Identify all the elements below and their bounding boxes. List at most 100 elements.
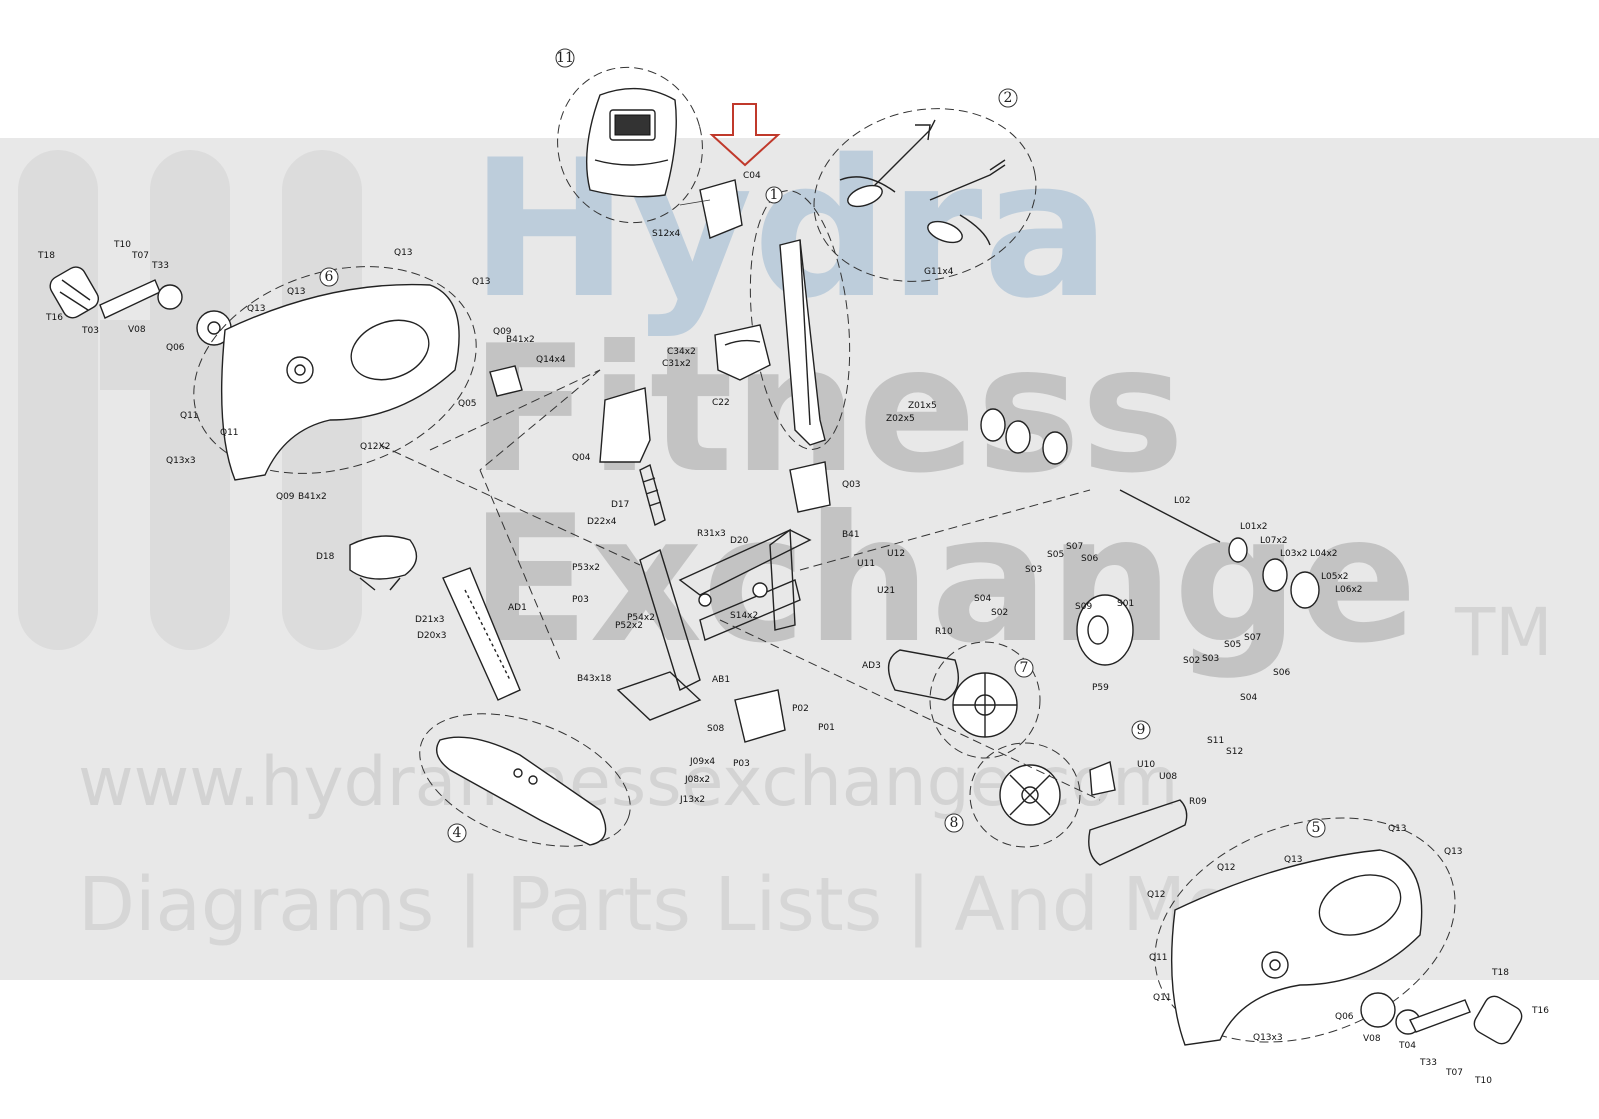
part-label: B41 (842, 530, 860, 540)
svg-text:2: 2 (1004, 90, 1013, 106)
assembly-number: 4 (447, 823, 467, 843)
svg-text:4: 4 (453, 825, 462, 841)
stabilizer-4 (419, 713, 631, 847)
part-label: U11 (857, 559, 875, 569)
part-label: R09 (1189, 797, 1207, 807)
part-label: R10 (935, 627, 953, 637)
watermark-brand-line3: Exchange (470, 479, 1417, 682)
part-label: S01 (1117, 599, 1134, 609)
part-label: C04 (743, 171, 761, 181)
part-label: V08 (1363, 1034, 1381, 1044)
part-label: S11 (1207, 736, 1224, 746)
watermark-logo-bridge (100, 320, 150, 390)
part-label: Q13 (247, 304, 266, 314)
idler-9 (1089, 761, 1116, 796)
part-label: B41x2 (298, 492, 327, 502)
part-label: L04x2 (1310, 549, 1338, 559)
part-label: S06 (1081, 554, 1098, 564)
part-label: T03 (81, 326, 99, 336)
part-label: S12x4 (652, 229, 680, 239)
belt-r09 (1088, 799, 1188, 866)
part-label: J08x2 (684, 775, 710, 785)
part-label: L03x2 (1280, 549, 1308, 559)
part-label: S02 (991, 608, 1008, 618)
part-label: AD1 (508, 603, 527, 613)
part-label: Q13x3 (1253, 1033, 1283, 1043)
part-label: C31x2 (662, 359, 691, 369)
part-label: Q09 (276, 492, 295, 502)
bottle-holder (714, 324, 771, 381)
seat-assembly (349, 535, 521, 701)
part-label: Q12 (1217, 863, 1236, 873)
part-label: Q13 (287, 287, 306, 297)
part-label: Q13 (394, 248, 413, 258)
part-label: T16 (45, 313, 63, 323)
upright-post (749, 190, 851, 450)
console-assembly (557, 66, 743, 239)
assembly-number: 9 (1131, 720, 1151, 740)
part-label: Z01x5 (908, 401, 937, 411)
seat-spring (639, 463, 666, 527)
right-shroud (1154, 817, 1456, 1046)
assembly-number: 7 (1014, 658, 1034, 678)
assembly-number: 8 (944, 813, 964, 833)
console-bracket-c04 (699, 179, 743, 239)
part-label: J13x2 (679, 795, 705, 805)
main-frame (616, 528, 812, 721)
part-label: Q14x4 (536, 355, 566, 365)
part-label: T10 (1474, 1076, 1492, 1086)
part-label: L01x2 (1240, 522, 1268, 532)
part-label: Q11 (1153, 993, 1172, 1003)
part-label: S05 (1224, 640, 1241, 650)
part-label: S03 (1025, 565, 1042, 575)
part-label: P02 (792, 704, 809, 714)
part-label: U08 (1159, 772, 1177, 782)
left-pedal-crank (49, 266, 232, 346)
part-label: C22 (712, 398, 730, 408)
part-label: C34x2 (667, 347, 696, 357)
assembly-number: 5 (1306, 818, 1326, 838)
part-label: T33 (151, 261, 169, 271)
part-label: Q11 (220, 428, 239, 438)
connector-lines (379, 369, 1101, 801)
part-label: S14x2 (730, 611, 758, 621)
assembly-number: 6 (319, 267, 339, 287)
right-pedal-crank (1360, 992, 1523, 1045)
watermark-url: www.hydrafitnessexchange.com (78, 743, 1178, 822)
part-label: P01 (818, 723, 835, 733)
part-label: S07 (1066, 542, 1083, 552)
watermark-logo-bar (150, 150, 230, 650)
part-label: T18 (37, 251, 55, 261)
part-label: T07 (131, 251, 149, 261)
part-label: Q04 (572, 453, 591, 463)
part-label: AB1 (712, 675, 730, 685)
cover-q04 (599, 387, 651, 463)
part-label: S04 (1240, 693, 1257, 703)
part-label: P53x2 (572, 563, 600, 573)
part-label: L07x2 (1260, 536, 1288, 546)
handlebar-assembly (813, 108, 1037, 282)
svg-text:11: 11 (556, 50, 574, 66)
assembly-number: 2 (998, 88, 1018, 108)
part-label: D18 (316, 552, 335, 562)
svg-text:7: 7 (1020, 660, 1029, 676)
svg-text:6: 6 (325, 269, 334, 285)
part-label: P03 (733, 759, 750, 769)
svg-text:9: 9 (1137, 722, 1146, 738)
part-label: Q05 (458, 399, 477, 409)
part-label: D20x3 (417, 631, 446, 641)
watermark-logo-bar (18, 150, 98, 650)
part-label: T33 (1419, 1058, 1437, 1068)
part-label: S03 (1202, 654, 1219, 664)
svg-text:1: 1 (770, 187, 779, 203)
part-label: Q13 (1284, 855, 1303, 865)
part-label: P54x2 (627, 613, 655, 623)
part-label: V08 (128, 325, 146, 335)
part-label: T07 (1445, 1068, 1463, 1078)
part-label: T18 (1491, 968, 1509, 978)
part-label: T10 (113, 240, 131, 250)
part-label: D20 (730, 536, 749, 546)
part-label: Q11 (180, 411, 199, 421)
part-label: S07 (1244, 633, 1261, 643)
